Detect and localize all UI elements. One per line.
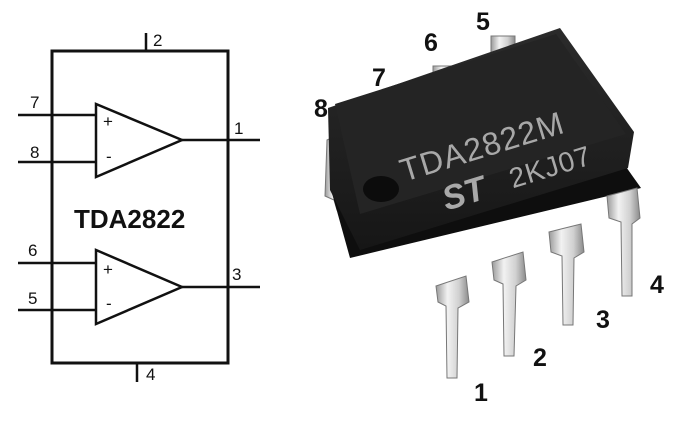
op-amp-2-triangle — [94, 248, 186, 326]
schematic: 2 4 + - 7 8 1 TDA2822 + - 6 5 3 — [18, 31, 260, 384]
pin1-notch — [363, 176, 399, 202]
front-pins — [435, 187, 641, 379]
photo-pin-1-label: 1 — [474, 379, 488, 407]
pin-4-label: 4 — [146, 365, 155, 384]
photo-pin-6-label: 6 — [424, 29, 438, 57]
photo-pin-2-label: 2 — [533, 344, 547, 372]
front-pin-3 — [548, 223, 585, 326]
op-amp-1: + - 7 8 1 — [18, 93, 260, 179]
pin-1-label: 1 — [234, 119, 243, 138]
pin-2-label: 2 — [153, 31, 162, 50]
pin-6-label: 6 — [28, 241, 37, 260]
photo-pin-4-label: 4 — [650, 271, 664, 299]
photo-pin-7-label: 7 — [372, 64, 386, 92]
pin-3-label: 3 — [232, 265, 241, 284]
dip-package: TDA2822M ST 2KJ07 1 2 3 4 5 6 7 8 — [314, 8, 664, 407]
op-amp-2: + - 6 5 3 — [18, 241, 260, 326]
op-amp-2-minus: - — [106, 294, 112, 313]
front-pin-2 — [491, 251, 527, 357]
pin-8-label: 8 — [30, 143, 39, 162]
op-amp-2-plus: + — [103, 260, 113, 279]
pin-5-label: 5 — [28, 289, 37, 308]
chip-name: TDA2822 — [74, 204, 185, 234]
photo-pin-5-label: 5 — [476, 8, 490, 36]
op-amp-1-triangle — [94, 102, 186, 179]
op-amp-1-minus: - — [106, 147, 112, 166]
op-amp-1-plus: + — [103, 112, 113, 131]
photo-pin-8-label: 8 — [314, 95, 328, 123]
front-pin-4 — [606, 187, 641, 297]
pin-7-label: 7 — [30, 93, 39, 112]
photo-pin-3-label: 3 — [596, 306, 610, 334]
front-pin-1 — [435, 275, 470, 379]
package-top — [335, 34, 626, 214]
photo-pin-labels: 1 2 3 4 5 6 7 8 — [314, 8, 664, 407]
chip-outline — [50, 49, 230, 365]
